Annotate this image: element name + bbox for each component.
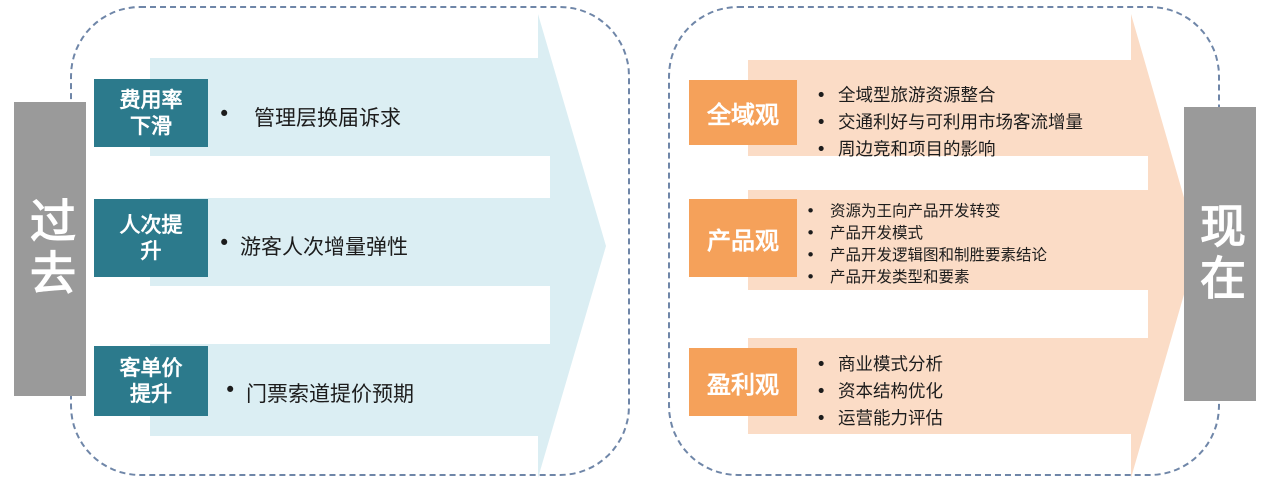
now-bullet-item: 资源为王向产品开发转变 <box>806 200 1047 222</box>
now-row-gap-2 <box>748 290 1148 338</box>
now-tab: 现在 <box>1184 107 1256 401</box>
now-bullet-item: 产品开发类型和要素 <box>806 266 1047 288</box>
past-tab: 过去 <box>14 102 86 396</box>
now-label-profit-view: 盈利观 <box>689 348 797 416</box>
now-bullets-1: 全域型旅游资源整合 交通利好与可利用市场客流增量 周边竞和项目的影响 <box>814 83 1083 164</box>
now-label-product-view: 产品观 <box>689 199 797 277</box>
now-bullet-item: 周边竞和项目的影响 <box>814 137 1083 164</box>
past-row-gap-1 <box>150 156 550 198</box>
past-bullets-2: 游客人次增量弹性 <box>216 231 408 261</box>
now-bullet-item: 产品开发逻辑图和制胜要素结论 <box>806 244 1047 266</box>
now-bullet-item: 产品开发模式 <box>806 222 1047 244</box>
now-bullet-item: 商业模式分析 <box>814 352 943 379</box>
now-bullet-item: 全域型旅游资源整合 <box>814 83 1083 110</box>
past-bullet-item: 门票索道提价预期 <box>222 378 414 408</box>
past-bullets-1: 管理层换届诉求 <box>216 102 401 132</box>
past-bullet-item: 管理层换届诉求 <box>216 102 401 132</box>
past-label-cost-ratio: 费用率 下滑 <box>94 79 208 147</box>
past-bullet-item: 游客人次增量弹性 <box>216 231 408 261</box>
past-row-gap-2 <box>150 286 550 344</box>
past-label-unit-price: 客单价 提升 <box>94 346 208 416</box>
now-bullet-item: 运营能力评估 <box>814 406 943 433</box>
now-bullet-item: 交通利好与可利用市场客流增量 <box>814 110 1083 137</box>
past-bullets-3: 门票索道提价预期 <box>222 378 414 408</box>
past-label-visitors: 人次提 升 <box>94 199 208 277</box>
now-bullets-3: 商业模式分析 资本结构优化 运营能力评估 <box>814 352 943 433</box>
now-label-global-view: 全域观 <box>689 80 797 145</box>
now-bullets-2: 资源为王向产品开发转变 产品开发模式 产品开发逻辑图和制胜要素结论 产品开发类型… <box>806 200 1047 288</box>
now-bullet-item: 资本结构优化 <box>814 379 943 406</box>
